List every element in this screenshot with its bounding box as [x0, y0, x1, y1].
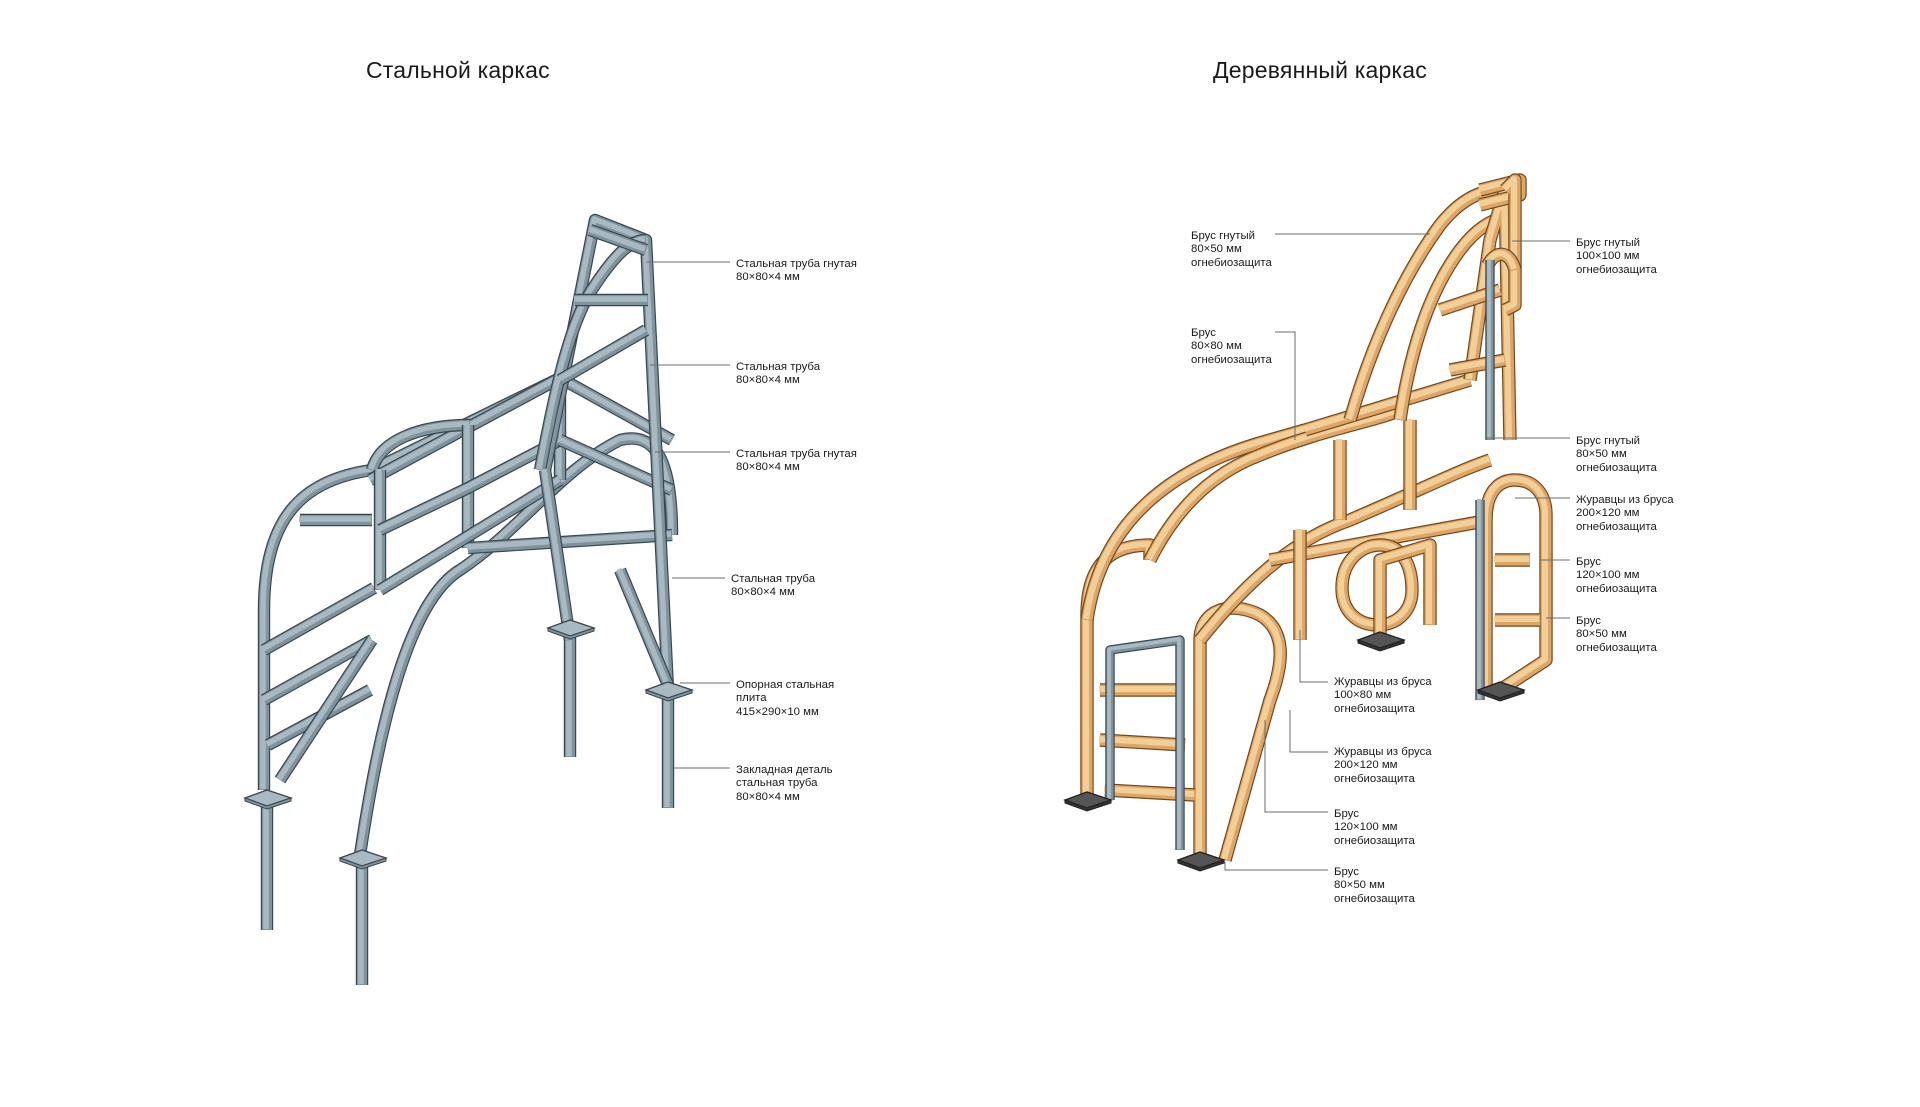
- steel-base-plate-4-edge: [645, 689, 693, 702]
- wood-rear-leg-right: [1479, 473, 1553, 696]
- wood-body-arch-upper: [1144, 403, 1403, 563]
- wood-body-top-rail: [1303, 373, 1472, 437]
- wood-neck-rung-2: [1448, 353, 1507, 377]
- steel-body-crossbar-2: [260, 634, 376, 706]
- wood-rear-rung-1: [1494, 553, 1530, 567]
- steel-frame-title: Стальной каркас: [366, 57, 550, 83]
- steel-body-bottom-rail: [466, 528, 673, 555]
- steel-neck-top: [587, 224, 649, 256]
- wood-frame: [1063, 173, 1553, 872]
- steel-leg-back-right: [661, 689, 675, 808]
- steel-leg-front-left: [260, 799, 274, 930]
- wood-frame-title: Деревянный каркас: [1213, 57, 1427, 83]
- wood-base-plate-1-edge: [1064, 799, 1112, 812]
- steel-diagonal-front: [274, 636, 378, 784]
- wood-leader-2: [1275, 331, 1296, 440]
- steel-base-plate-3-edge: [547, 627, 595, 640]
- steel-leg-front-right: [355, 859, 369, 985]
- leader-lines: [646, 233, 1570, 871]
- wood-leader-11: [1224, 862, 1328, 871]
- wood-rear-rung-2: [1494, 613, 1540, 627]
- wood-inner-steel-rear: [1475, 499, 1485, 700]
- steel-back-arch: [366, 418, 471, 473]
- steel-mid-rail: [376, 474, 564, 596]
- wood-front-leg-right: [1193, 601, 1287, 862]
- steel-leg-back-left: [563, 629, 577, 757]
- steel-base-plate-2-edge: [339, 857, 387, 870]
- wood-chest-ring: [1335, 538, 1419, 632]
- wood-leader-9: [1289, 710, 1328, 753]
- steel-frame: [243, 213, 695, 985]
- wood-post-3: [1293, 529, 1307, 640]
- wood-post-1: [1333, 439, 1347, 520]
- wood-body-arch-lower: [1194, 453, 1493, 645]
- wood-neck-curve-outer: [1343, 183, 1501, 422]
- steel-neck-rung-1: [556, 324, 650, 386]
- wood-rear-leg-left: [1373, 538, 1437, 640]
- wood-base-plate-2-edge: [1177, 859, 1225, 872]
- steel-neck-rung-2: [574, 293, 648, 307]
- wood-base-plate-3-edge: [1357, 639, 1405, 652]
- wood-inner-steel-neck: [1485, 259, 1495, 440]
- wood-neck-curve-inner: [1393, 208, 1512, 421]
- wood-post-2: [1403, 419, 1417, 510]
- steel-body-arch-left: [257, 372, 563, 790]
- wood-body-arch-outer: [1080, 423, 1307, 621]
- steel-rib-2: [377, 482, 471, 536]
- steel-neck-leg: [538, 468, 577, 641]
- wood-inner-steel-front: [1105, 635, 1185, 850]
- steel-body-crossbar-1: [260, 582, 378, 656]
- steel-rib-1: [299, 513, 372, 527]
- wood-leader-10: [1264, 720, 1328, 813]
- wood-leader-8: [1299, 630, 1328, 683]
- steel-base-plate-1-edge: [244, 797, 292, 810]
- steel-rear-strut: [614, 567, 674, 688]
- wood-base-plate-4-edge: [1477, 689, 1525, 702]
